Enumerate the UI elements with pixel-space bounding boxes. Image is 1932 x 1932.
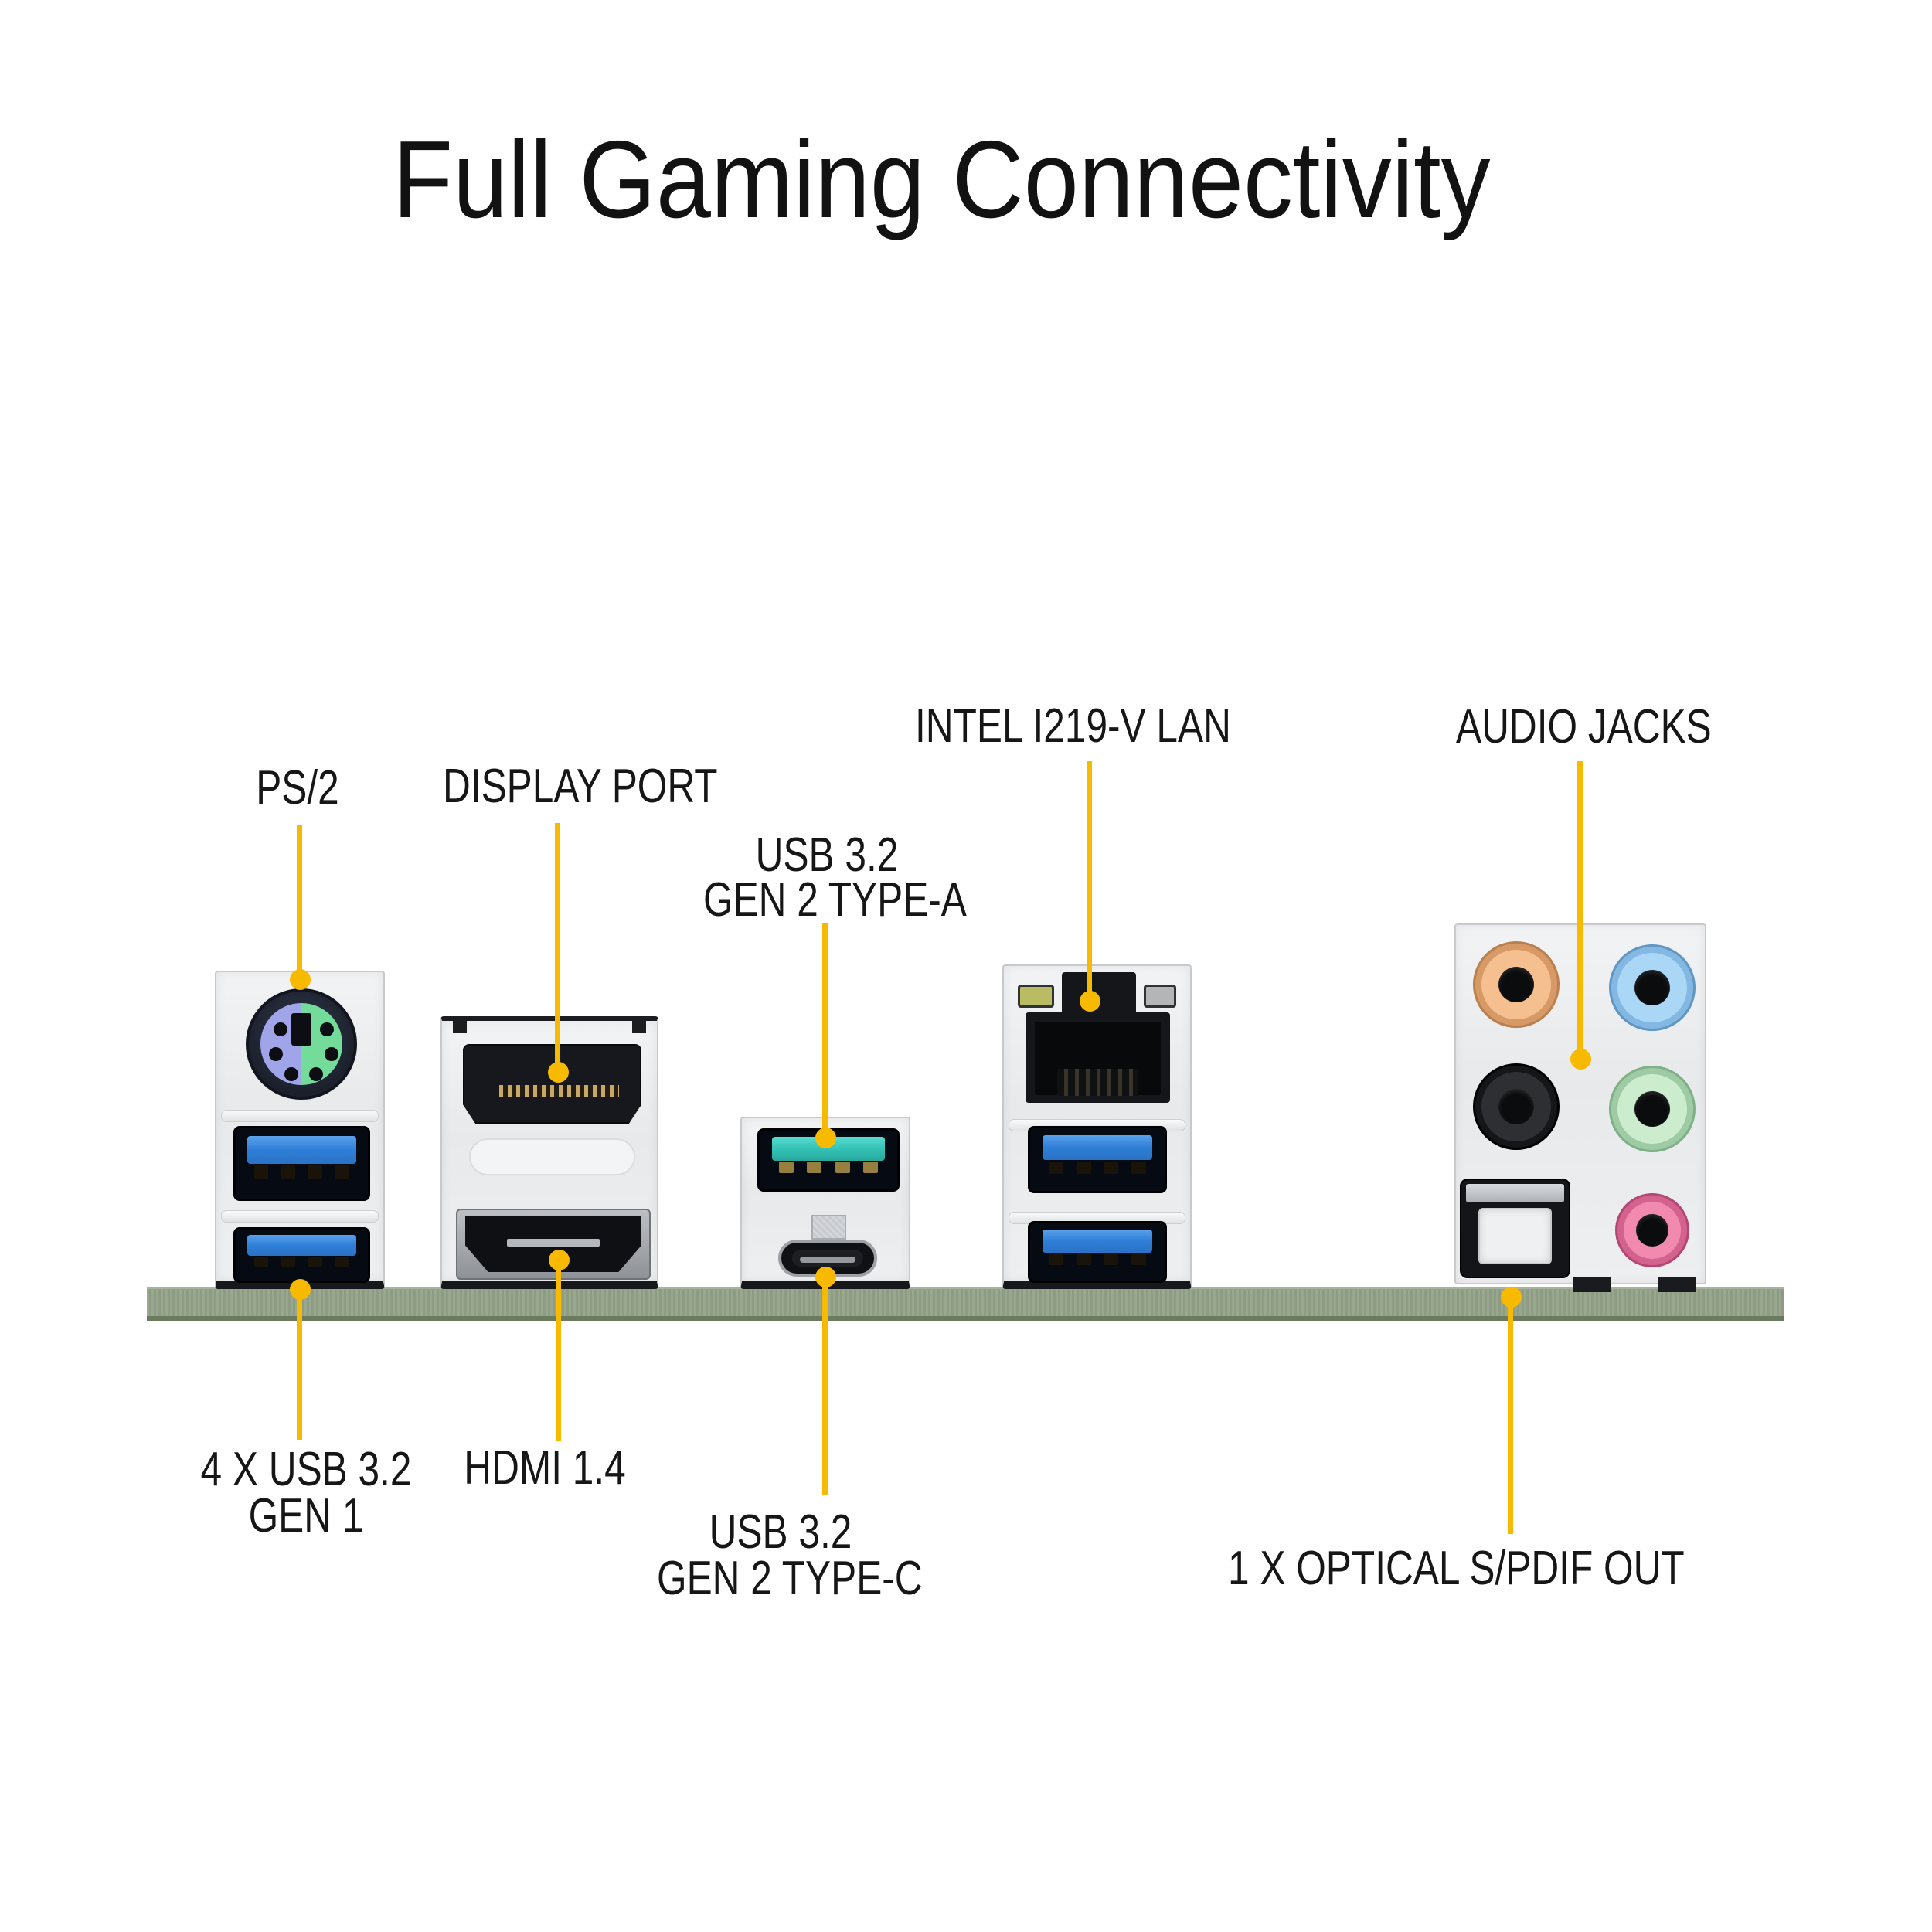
label-hdmi: HDMI 1.4	[464, 1441, 626, 1495]
audio-jack-light-blue-icon	[1609, 944, 1696, 1031]
leader-dot-lan	[1080, 991, 1100, 1012]
io-module-video	[440, 1016, 658, 1289]
leader-dot-audio	[1570, 1049, 1591, 1070]
leader-line-ps2	[297, 825, 302, 980]
io-module-usb-gen2	[740, 1117, 910, 1289]
divider	[221, 1210, 379, 1223]
label-audio-jacks: AUDIO JACKS	[1456, 700, 1712, 753]
usb3-gen1-port-icon	[1028, 1221, 1167, 1283]
leader-line-lan	[1087, 761, 1092, 1002]
label-ps2: PS/2	[256, 761, 339, 815]
io-module-audio	[1454, 923, 1706, 1284]
label-spdif: 1 X OPTICAL S/PDIF OUT	[1228, 1542, 1685, 1595]
label-usb-type-c: USB 3.2 GEN 2 TYPE-C	[657, 1505, 923, 1605]
leader-dot-hdmi	[549, 1250, 570, 1270]
io-module-lan-usb	[1002, 964, 1192, 1289]
io-module-ps2-usb	[215, 971, 385, 1289]
module-foot	[1658, 1277, 1696, 1292]
ps2-port-icon	[246, 988, 357, 1100]
page-title: Full Gaming Connectivity	[393, 118, 1491, 241]
lan-led-left-icon	[1018, 985, 1054, 1008]
pcb-strip	[147, 1287, 1784, 1321]
leader-dot-usb-type-a	[815, 1128, 836, 1148]
leader-line-usb-type-a	[822, 923, 828, 1138]
audio-jack-light-green-icon	[1609, 1066, 1696, 1152]
lan-led-right-icon	[1144, 985, 1176, 1008]
metal-plate	[811, 1215, 846, 1240]
leader-dot-displayport	[548, 1062, 569, 1083]
leader-dot-spdif	[1501, 1287, 1522, 1308]
leader-line-hdmi	[556, 1260, 561, 1441]
optical-spdif-port-icon	[1460, 1179, 1570, 1278]
usb3-gen1-port-icon	[1028, 1126, 1167, 1193]
leader-dot-usb-gen1	[290, 1279, 311, 1300]
label-lan: INTEL I219-V LAN	[915, 699, 1231, 753]
displayport-port-icon	[463, 1044, 641, 1124]
leader-dot-ps2	[290, 969, 311, 990]
blank-oval	[469, 1138, 635, 1175]
module-foot	[1573, 1277, 1611, 1292]
audio-jack-black-icon	[1473, 1063, 1560, 1150]
leader-dot-usb-type-c	[815, 1267, 836, 1287]
divider	[221, 1110, 379, 1122]
leader-line-spdif	[1508, 1297, 1513, 1534]
label-display-port: DISPLAY PORT	[443, 760, 718, 813]
label-usb-gen1: 4 X USB 3.2 GEN 1	[200, 1443, 412, 1543]
leader-line-usb-type-c	[822, 1277, 828, 1495]
audio-jack-orange-icon	[1473, 941, 1560, 1028]
usb3-gen1-port-icon	[233, 1227, 370, 1283]
leader-line-audio	[1577, 761, 1583, 1060]
label-usb-type-a: USB 3.2 GEN 2 TYPE-A	[703, 828, 967, 927]
usb3-gen1-port-icon	[233, 1126, 370, 1201]
leader-line-usb-gen1	[297, 1289, 302, 1440]
leader-line-displayport	[555, 823, 560, 1072]
audio-jack-pink-icon	[1615, 1193, 1689, 1267]
